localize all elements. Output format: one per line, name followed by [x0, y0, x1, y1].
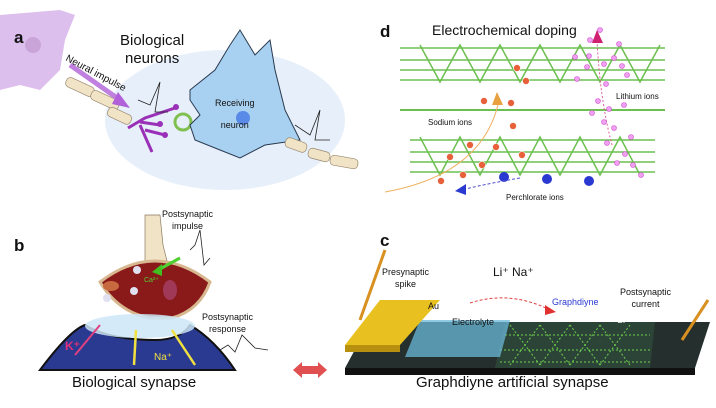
postsynaptic-probe [680, 299, 710, 341]
panel-letter-d: d [380, 22, 391, 41]
vesicle [130, 287, 138, 295]
vesicle [133, 266, 141, 274]
graphdiyne-label: Graphdiyne [552, 297, 599, 307]
label-line: Receiving [215, 98, 255, 108]
label-line: spike [395, 279, 417, 289]
graphdiyne-lattice [500, 324, 650, 366]
label-line: Presynaptic [382, 267, 430, 277]
graphdiyne-layer [495, 322, 655, 368]
presynaptic-probe [358, 249, 387, 321]
lithium-arrow [596, 39, 613, 146]
perchlorate-arrow [461, 177, 521, 191]
k-ion-arrow [74, 324, 101, 356]
receiving-neuron-label: Receiving neuron [215, 97, 255, 131]
sodium-arrow [384, 104, 499, 193]
neural-impulse-arrowhead [112, 92, 130, 108]
perchlorate-arrowhead [455, 184, 466, 195]
lithium-ions [572, 27, 644, 178]
electrochemical-doping-title: Electrochemical doping [432, 22, 577, 38]
presynaptic-nucleus [25, 37, 41, 53]
na-ion-arrow [170, 329, 197, 366]
sodium-ions-label: Sodium ions [428, 118, 473, 127]
panel-letter-a: a [14, 28, 24, 47]
label-line: Postsynaptic [162, 209, 214, 219]
electrolyte-layer [405, 320, 510, 357]
ion-migration-arrow [469, 297, 551, 311]
neural-impulse-arrow [68, 62, 122, 103]
biological-neurons-title: Biological neurons [120, 32, 184, 68]
au-electrode [345, 300, 440, 345]
sodium-ions [437, 64, 530, 185]
label-line: Postsynaptic [202, 312, 254, 322]
vesicle [103, 294, 111, 302]
lithium-ions-label: Lithium ions [616, 92, 659, 101]
lithium-arrowhead [592, 30, 603, 43]
postsynaptic-membrane [37, 323, 237, 371]
axon-terminals [127, 106, 176, 153]
receiving-axon [284, 137, 359, 170]
synapse-highlight-circle [173, 112, 193, 132]
si-label: Si [617, 315, 626, 325]
presynaptic-spike-label: Presynaptic spike [382, 266, 429, 290]
au-electrode-side [345, 345, 400, 352]
presynaptic-terminal [98, 259, 212, 320]
graphdiyne-sheet-bottom [410, 135, 655, 177]
postsynaptic-impulse-label: Postsynaptic impulse [162, 208, 213, 232]
postsynaptic-response-label: Postsynaptic response [202, 311, 253, 335]
graphdiyne-synapse-caption: Graphdiyne artificial synapse [416, 374, 609, 391]
postsynaptic-response-trace [219, 334, 269, 353]
mitochondrion-1 [103, 281, 119, 291]
panel-letter-b: b [14, 236, 25, 255]
perchlorate-ions-label: Perchlorate ions [506, 193, 564, 202]
li-na-ions-label: Li⁺ Na⁺ [493, 265, 534, 279]
spike-trace-2 [294, 109, 330, 141]
receiving-neuron-nucleus [236, 111, 250, 125]
title-line: neurons [125, 50, 180, 67]
double-arrow-icon [293, 362, 327, 378]
sodium-label: Na⁺ [154, 352, 173, 363]
label-line: current [631, 299, 660, 309]
na-ion-arrow-2 [132, 329, 138, 366]
perchlorate-ions [499, 172, 594, 186]
calcium-label: Ca²⁺ [144, 277, 159, 284]
title-line: Biological [120, 32, 185, 49]
spike-trace-1 [137, 81, 168, 113]
au-label: Au [428, 301, 440, 311]
label-line: neuron [220, 120, 249, 130]
receiving-neuron-body [189, 29, 301, 159]
synaptic-cleft [85, 314, 195, 338]
axon-myelin [65, 77, 133, 125]
label-line: Postsynaptic [620, 287, 672, 297]
postsynaptic-current-label: Postsynaptic current [620, 286, 671, 310]
sodium-arrowhead [492, 92, 503, 105]
label-line: impulse [172, 221, 204, 231]
biological-synapse-caption: Biological synapse [72, 374, 197, 391]
si-substrate-side [345, 368, 695, 375]
postsynaptic-impulse-trace [189, 229, 211, 266]
potassium-label: K⁺ [65, 339, 80, 353]
panel-letter-c: c [380, 231, 390, 250]
mitochondrion-2 [163, 280, 177, 300]
electrolyte-label: Electrolyte [452, 317, 495, 327]
label-line: response [209, 324, 247, 334]
